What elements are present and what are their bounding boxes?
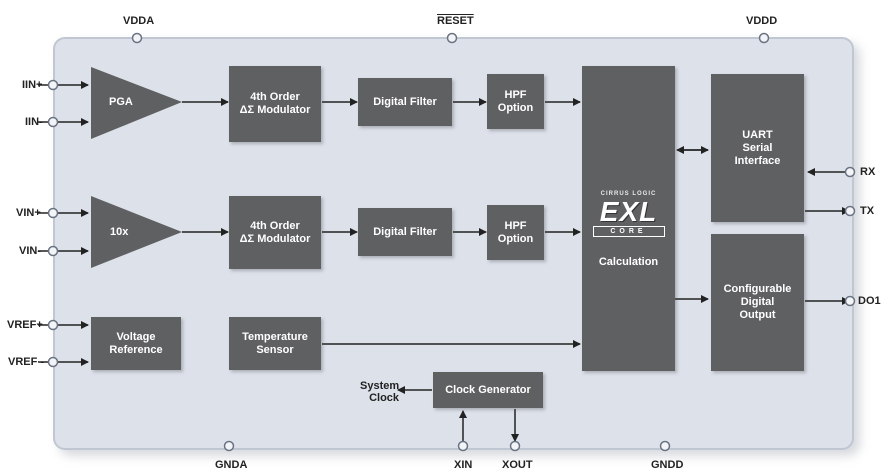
uart-line-3: Interface xyxy=(734,154,781,167)
label-iin-minus: IIN- xyxy=(25,116,43,128)
label-vin-minus: VIN- xyxy=(19,245,41,257)
pin-vdda xyxy=(131,32,143,44)
pin-vin-minus xyxy=(47,245,59,257)
logo-bottom-text: CORE xyxy=(592,226,665,237)
10x-amplifier xyxy=(91,196,182,268)
modulator-1-line-2: ΔΣ Modulator xyxy=(239,104,311,116)
label-vref-minus: VREF - xyxy=(8,356,45,368)
uart-serial-interface: UART Serial Interface xyxy=(711,74,804,222)
pin-vref-plus xyxy=(47,319,59,331)
pin-vin-plus xyxy=(47,207,59,219)
digout-line-2: Digital xyxy=(740,296,775,308)
logo-top-text: CIRRUS LOGIC xyxy=(600,191,657,197)
pin-xout xyxy=(509,440,521,452)
hpf-1-line-2: Option xyxy=(497,101,534,114)
label-xout: XOUT xyxy=(502,459,533,471)
delta-sigma-modulator-2: 4th Order ΔΣ Modulator xyxy=(229,196,321,269)
delta-sigma-modulator-1: 4th Order ΔΣ Modulator xyxy=(229,66,321,142)
temp-line-2: Sensor xyxy=(256,343,294,356)
filter-1-label: Digital Filter xyxy=(373,95,437,108)
hpf-2-line-1: HPF xyxy=(504,219,527,232)
label-vin-plus: VIN+ xyxy=(16,207,41,219)
hpf-option-1: HPF Option xyxy=(487,74,544,129)
amp-10x-label: 10x xyxy=(110,226,129,238)
label-vdda: VDDA xyxy=(123,15,155,27)
clock-generator: Clock Generator xyxy=(433,372,543,408)
sysclock-line-1: System xyxy=(360,380,400,392)
pin-xin xyxy=(457,440,469,452)
modulator-2-line-2: ΔΣ Modulator xyxy=(239,232,311,245)
pga-amplifier xyxy=(91,67,182,139)
label-iin-plus: IIN+ xyxy=(22,79,43,91)
hpf-option-2: HPF Option xyxy=(487,205,544,260)
pin-rx xyxy=(844,166,856,178)
calculation-block: CIRRUS LOGIC EXL CORE Calculation xyxy=(582,66,675,371)
label-gnda: GNDA xyxy=(215,459,248,471)
digout-line-1: Configurable xyxy=(723,283,792,295)
voltage-reference: Voltage Reference xyxy=(91,317,181,370)
pga-label: PGA xyxy=(109,96,133,108)
digital-filter-1: Digital Filter xyxy=(358,78,452,126)
pin-reset xyxy=(446,32,458,44)
modulator-1-line-1: 4th Order xyxy=(250,91,300,103)
label-rx: RX xyxy=(860,166,876,178)
temp-line-1: Temperature xyxy=(242,330,308,343)
clock-generator-label: Clock Generator xyxy=(445,383,531,396)
label-reset: RESET xyxy=(437,15,474,27)
pin-iin-minus xyxy=(47,116,59,128)
uart-line-2: Serial xyxy=(742,141,773,154)
logo-main-text: EXL xyxy=(599,196,658,227)
hpf-1-line-1: HPF xyxy=(504,88,527,101)
configurable-digital-output: Configurable Digital Output xyxy=(711,234,804,371)
label-tx: TX xyxy=(860,205,875,217)
pin-gndd xyxy=(659,440,671,452)
label-xin: XIN xyxy=(454,459,473,471)
filter-2-label: Digital Filter xyxy=(373,225,437,238)
pin-do1 xyxy=(844,295,856,307)
pin-tx xyxy=(844,205,856,217)
uart-line-1: UART xyxy=(742,128,773,141)
pin-iin-plus xyxy=(47,79,59,91)
vref-line-2: Reference xyxy=(109,343,163,356)
hpf-2-line-2: Option xyxy=(497,232,534,245)
temperature-sensor: Temperature Sensor xyxy=(229,317,321,370)
modulator-2-line-1: 4th Order xyxy=(250,219,300,232)
digital-filter-2: Digital Filter xyxy=(358,208,452,256)
pin-vref-minus xyxy=(47,356,59,368)
vref-line-1: Voltage xyxy=(116,330,156,343)
exl-core-logo: CIRRUS LOGIC EXL CORE xyxy=(587,190,671,237)
system-clock-label: System Clock xyxy=(360,380,399,404)
digout-line-3: Output xyxy=(739,309,776,321)
sysclock-line-2: Clock xyxy=(369,392,400,404)
pin-vddd xyxy=(758,32,770,44)
label-gndd: GNDD xyxy=(651,459,684,471)
pin-gnda xyxy=(223,440,235,452)
label-vref-plus: VREF+ xyxy=(7,319,43,331)
calculation-label: Calculation xyxy=(598,256,659,268)
label-do1: DO1 xyxy=(858,295,881,307)
label-vddd: VDDD xyxy=(746,15,778,27)
